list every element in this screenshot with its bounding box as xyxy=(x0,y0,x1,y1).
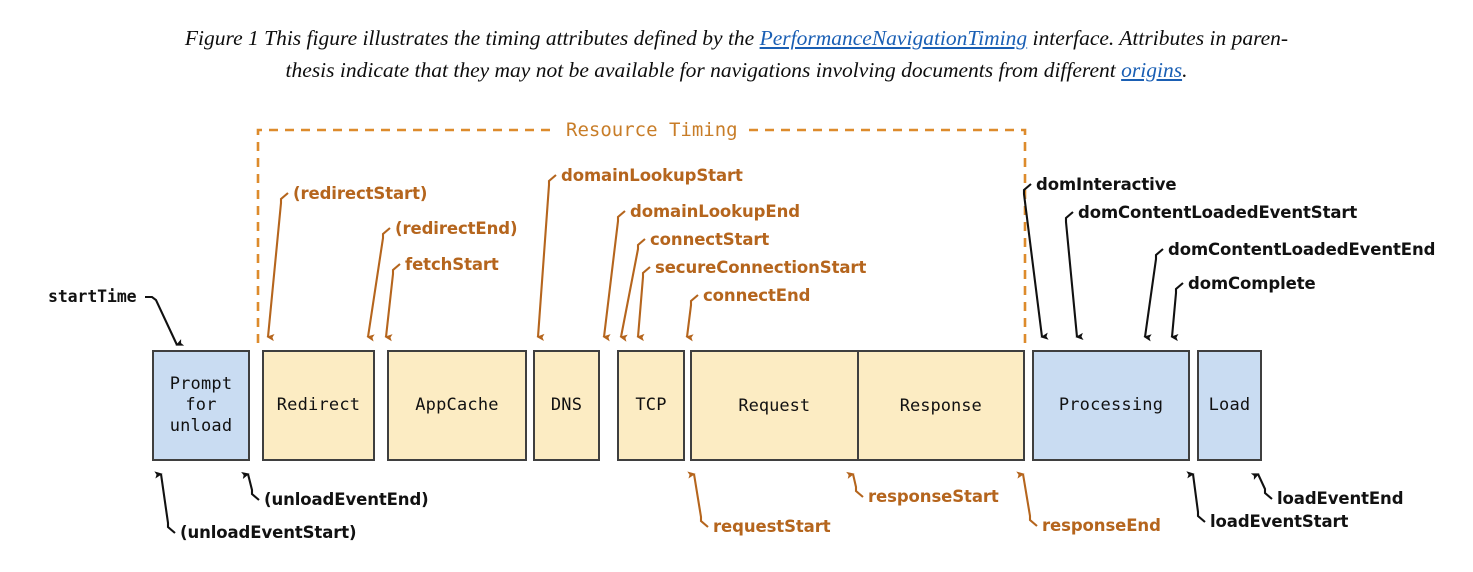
label-dom-complete: domComplete xyxy=(1188,274,1316,293)
leader-connectStart xyxy=(619,238,646,342)
label-connect-start: connectStart xyxy=(650,230,770,249)
leader-domInteractive xyxy=(1022,183,1049,340)
label-fetch-start: fetchStart xyxy=(405,255,499,274)
leader-requestStart xyxy=(687,471,709,528)
phase-box-dns[interactable]: DNS xyxy=(533,350,600,461)
label-secure-connection-start: secureConnectionStart xyxy=(655,258,867,277)
label-dom-content-loaded-event-end: domContentLoadedEventEnd xyxy=(1168,240,1436,259)
caption-text-2a: thesis indicate that they may not be ava… xyxy=(285,58,1122,82)
label-request-start: requestStart xyxy=(713,517,831,536)
caption-text-2b: . xyxy=(1182,58,1188,82)
label-dom-interactive: domInteractive xyxy=(1036,175,1177,194)
phase-box-tcp[interactable]: TCP xyxy=(617,350,685,461)
phase-box-request[interactable]: Request xyxy=(692,352,857,459)
resource-timing-label: Resource Timing xyxy=(557,119,747,141)
caption-text-1a: Figure 1 This figure illustrates the tim… xyxy=(184,26,760,50)
label-domain-lookup-end: domainLookupEnd xyxy=(630,202,800,221)
leader-fetchStart xyxy=(384,263,401,342)
phase-box-redirect[interactable]: Redirect xyxy=(262,350,375,461)
phase-label-tcp: TCP xyxy=(635,395,667,415)
label-domain-lookup-start: domainLookupStart xyxy=(561,166,743,185)
leader-responseEnd xyxy=(1016,471,1038,527)
leader-unloadEventEnd xyxy=(241,472,260,501)
link-performance-navigation-timing[interactable]: PerformanceNavigationTiming xyxy=(759,26,1028,50)
leader-unloadEventStart xyxy=(154,471,176,534)
phase-label-response: Response xyxy=(899,395,982,416)
caption-line-1: Figure 1 This figure illustrates the tim… xyxy=(0,22,1473,54)
leader-redirectEnd xyxy=(366,227,391,342)
label-connect-end: connectEnd xyxy=(703,286,811,305)
label-redirect-start: (redirectStart) xyxy=(293,184,428,203)
phase-box-group-request-response: Request Response xyxy=(690,350,1025,461)
label-unload-event-end: (unloadEventEnd) xyxy=(264,490,429,509)
leader-responseStart xyxy=(846,471,864,498)
figure-caption: Figure 1 This figure illustrates the tim… xyxy=(0,22,1473,86)
resource-timing-bracket xyxy=(256,128,1027,343)
phase-label-redirect: Redirect xyxy=(276,395,361,415)
caption-text-1b: interface. Attributes in paren- xyxy=(1027,26,1289,50)
phase-label-dns: DNS xyxy=(550,395,583,415)
phase-box-processing[interactable]: Processing xyxy=(1032,350,1190,461)
leader-redirectStart xyxy=(266,192,289,342)
phase-box-prompt-for-unload[interactable]: Prompt for unload xyxy=(152,350,250,461)
black-leader-lines-left xyxy=(145,295,185,346)
phase-box-appcache[interactable]: AppCache xyxy=(387,350,527,461)
label-response-start: responseStart xyxy=(868,487,999,506)
phase-box-load[interactable]: Load xyxy=(1197,350,1262,461)
phase-box-response[interactable]: Response xyxy=(856,352,1024,459)
label-load-event-start: loadEventStart xyxy=(1210,512,1349,531)
phase-label-request: Request xyxy=(738,395,811,416)
leader-domainLookupEnd xyxy=(602,210,626,342)
leader-domContentLoadedEventEnd xyxy=(1143,248,1164,342)
label-dom-content-loaded-event-start: domContentLoadedEventStart xyxy=(1078,203,1358,222)
link-origins[interactable]: origins xyxy=(1121,58,1183,82)
leader-domComplete xyxy=(1170,282,1184,342)
label-unload-event-start: (unloadEventStart) xyxy=(180,523,357,542)
label-redirect-end: (redirectEnd) xyxy=(395,219,518,238)
phase-label-load: Load xyxy=(1208,395,1251,415)
label-load-event-end: loadEventEnd xyxy=(1277,489,1404,508)
label-start-time: startTime xyxy=(48,287,137,306)
caption-line-2: thesis indicate that they may not be ava… xyxy=(0,54,1473,86)
leader-domContentLoadedEventStart xyxy=(1064,211,1084,340)
leader-secureConnectionStart xyxy=(636,266,651,342)
phase-label-appcache: AppCache xyxy=(415,395,499,415)
label-response-end: responseEnd xyxy=(1042,516,1161,535)
leader-startTime xyxy=(145,295,185,346)
leader-loadEventEnd xyxy=(1250,473,1273,500)
leader-connectEnd xyxy=(685,294,699,342)
phase-label-prompt-for-unload: Prompt for unload xyxy=(169,374,233,436)
leader-domainLookupStart xyxy=(536,174,557,342)
phase-label-processing: Processing xyxy=(1058,395,1164,415)
leader-loadEventStart xyxy=(1186,471,1206,523)
